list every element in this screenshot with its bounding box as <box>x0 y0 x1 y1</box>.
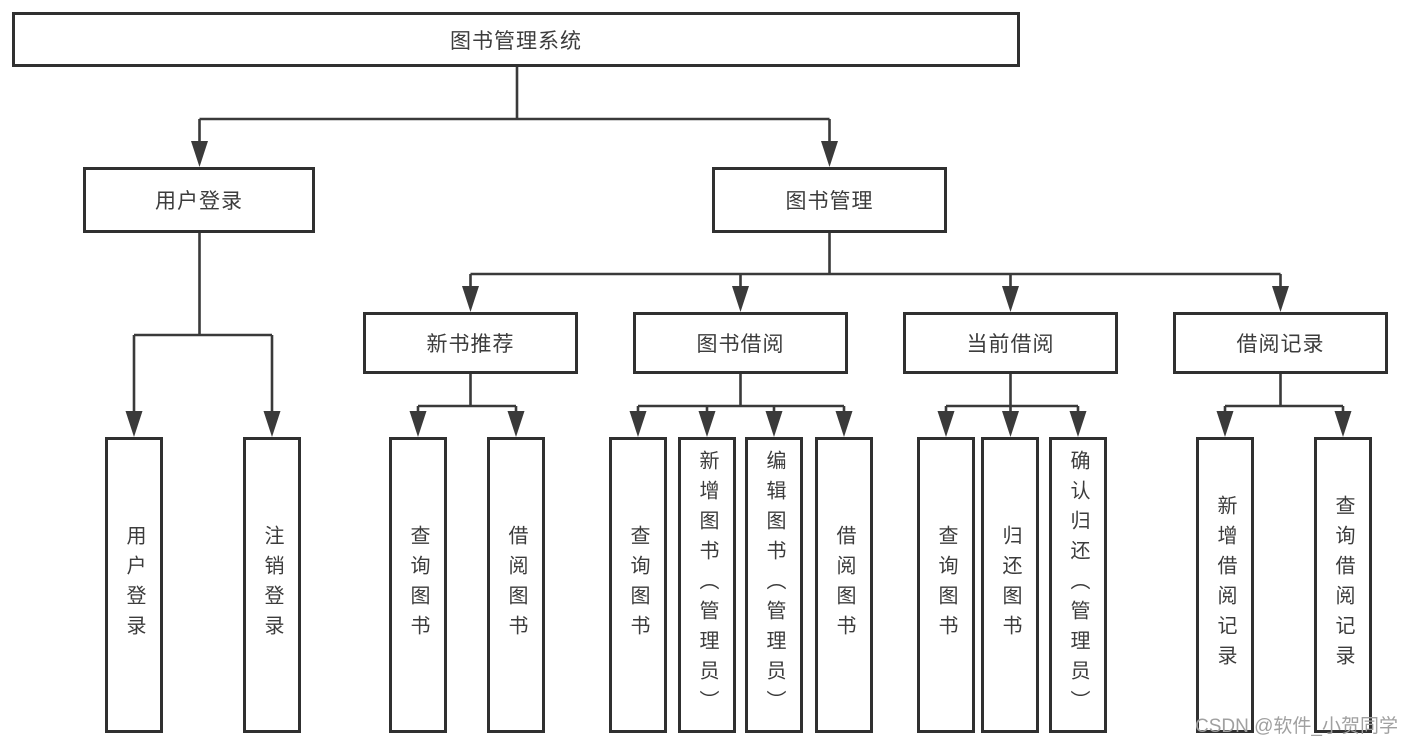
node-label: 新书推荐 <box>426 333 515 356</box>
leaf-confirm-return-admin: 确认归还（管理员） <box>1049 437 1107 733</box>
node-book-borrowing: 图书借阅 <box>633 312 848 374</box>
leaf-query-books-current: 查询图书 <box>917 437 975 733</box>
leaf-borrow-books-recommend: 借阅图书 <box>487 437 545 733</box>
node-label: 借阅图书 <box>505 525 527 645</box>
node-label: 归还图书 <box>999 525 1021 645</box>
leaf-query-books-borrowing: 查询图书 <box>609 437 667 733</box>
node-label: 图书管理 <box>785 190 874 213</box>
node-label: 编辑图书（管理员） <box>763 450 785 720</box>
node-label: 新增图书（管理员） <box>696 450 718 720</box>
watermark: CSDN @软件_小贺同学 <box>1195 716 1398 737</box>
node-borrowing-records: 借阅记录 <box>1173 312 1388 374</box>
leaf-query-books-recommend: 查询图书 <box>389 437 447 733</box>
node-label: 查询借阅记录 <box>1332 495 1354 675</box>
node-label: 借阅图书 <box>833 525 855 645</box>
leaf-add-borrow-record: 新增借阅记录 <box>1196 437 1254 733</box>
node-new-book-recommendation: 新书推荐 <box>363 312 578 374</box>
node-label: 查询图书 <box>935 525 957 645</box>
node-label: 借阅记录 <box>1236 333 1325 356</box>
node-label: 注销登录 <box>261 525 283 645</box>
node-label: 新增借阅记录 <box>1214 495 1236 675</box>
node-book-management: 图书管理 <box>712 167 947 233</box>
node-label: 查询图书 <box>407 525 429 645</box>
node-label: 查询图书 <box>627 525 649 645</box>
leaf-borrow-books-borrowing: 借阅图书 <box>815 437 873 733</box>
node-label: 图书借阅 <box>696 333 785 356</box>
leaf-return-books: 归还图书 <box>981 437 1039 733</box>
node-label: 用户登录 <box>155 190 243 213</box>
node-label: 图书管理系统 <box>450 29 582 53</box>
node-current-borrowing: 当前借阅 <box>903 312 1118 374</box>
leaf-add-books-admin: 新增图书（管理员） <box>678 437 736 733</box>
node-user-login: 用户登录 <box>83 167 315 233</box>
node-label: 当前借阅 <box>966 333 1055 356</box>
leaf-logout-login: 注销登录 <box>243 437 301 733</box>
leaf-query-borrow-record: 查询借阅记录 <box>1314 437 1372 733</box>
node-label: 用户登录 <box>123 525 145 645</box>
leaf-edit-books-admin: 编辑图书（管理员） <box>745 437 803 733</box>
node-label: 确认归还（管理员） <box>1067 450 1089 720</box>
node-library-management-system: 图书管理系统 <box>12 12 1020 67</box>
leaf-user-login: 用户登录 <box>105 437 163 733</box>
